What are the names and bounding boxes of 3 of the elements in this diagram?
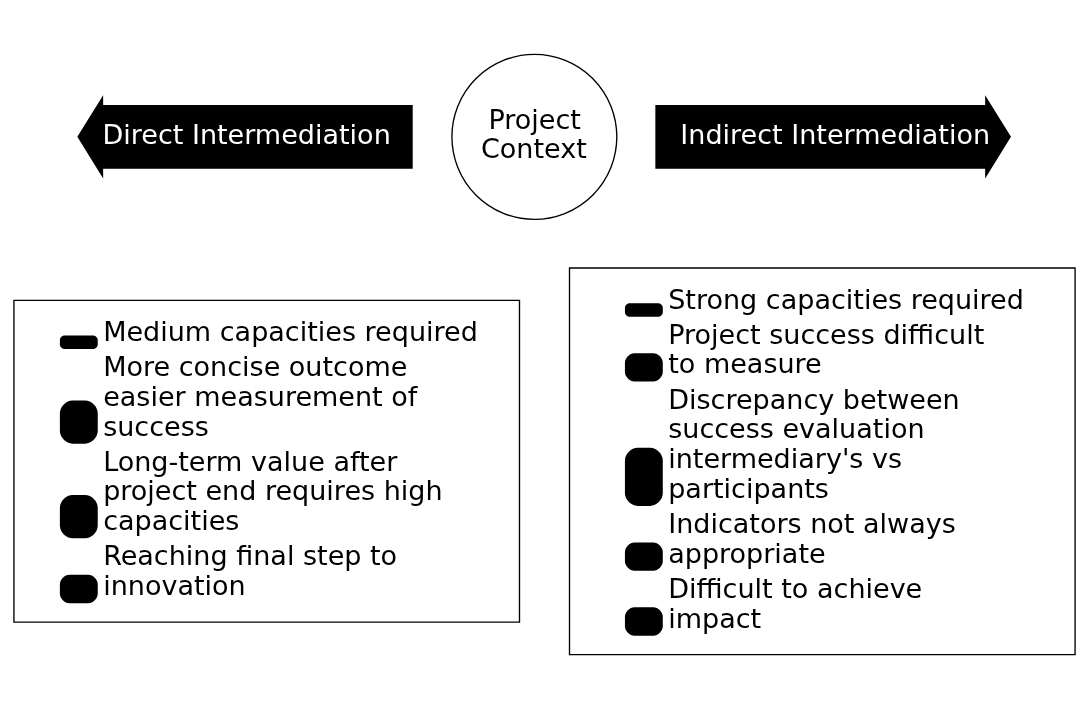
node-circle: Project Context — [451, 53, 618, 220]
node-box: Medium capacities required More concise outcome easier measurement of success Long-term value after project end requires high capacities Reaching final step to innovation — [13, 299, 521, 623]
node-box: Strong capacities required Project success difficult to measure Discrepancy between success evaluation intermediary's vs participants Indicators not always appropriate Difficult to achieve impact — [568, 266, 1076, 655]
